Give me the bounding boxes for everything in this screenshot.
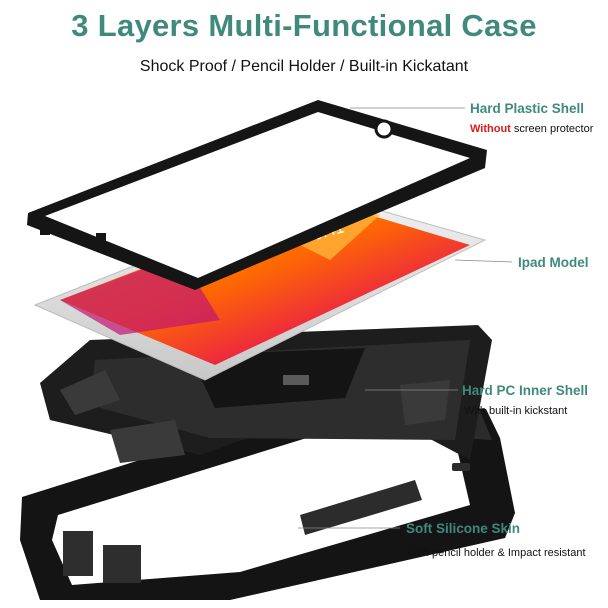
callout-hard-pc-inner-shell: Hard PC Inner Shell [462,383,589,398]
callout-line-ipad [454,259,513,263]
warning-text: Without [470,123,511,135]
callout-hard-plastic-shell-desc: Without screen protector [470,123,594,135]
page-title: 3 Layers Multi-Functional Case [71,8,537,43]
callout-soft-silicone-skin-desc: With pencil holder & Impact resistant [407,547,586,559]
grip-texture [300,480,422,535]
hard-pc-inner-shell [40,325,492,463]
pencil-holder-slot [63,531,93,576]
hard-plastic-shell [27,100,487,290]
callout-hard-pc-inner-shell-desc: With built-in kickstant [464,405,568,417]
callout-ipad-model: Ipad Model [518,255,589,270]
kickstand-hinge [283,375,309,385]
soft-silicone-skin [20,400,515,600]
volume-button-cover [452,463,470,471]
page-subtitle: Shock Proof / Pencil Holder / Built-in K… [139,58,469,75]
camera-cutout [374,119,394,139]
callout-hard-plastic-shell: Hard Plastic Shell [470,101,585,116]
callout-soft-silicone-skin: Soft Silicone Skin [406,521,521,536]
